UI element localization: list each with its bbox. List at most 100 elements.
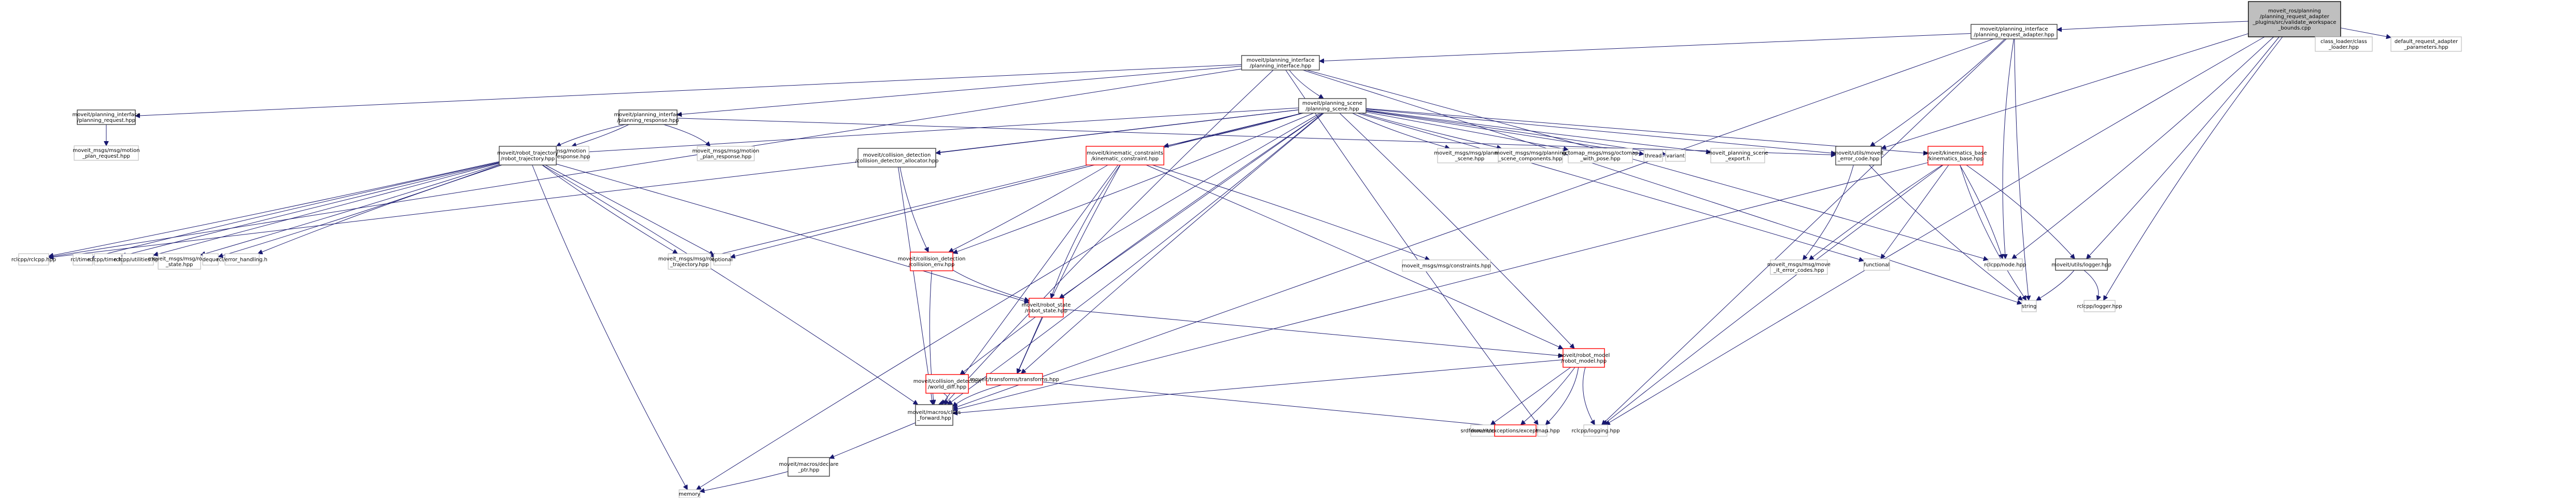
node-octomap: octomap_msgs/msg/octomap_with_pose.hpp [1562,148,1639,163]
edge-logger-to-string [2036,270,2075,300]
node-box [77,109,136,125]
edge-ps-to-tf [1021,113,1325,374]
node-label-line: moveit_msgs/msg/planning [1495,150,1566,156]
node-label-line: rclcpp/logging.hpp [1572,428,1620,434]
node-msg_con: moveit_msgs/msg/constraints.hpp [1402,259,1491,272]
node-mec[interactable]: moveit/utils/moveit_error_code.hpp [1833,146,1884,165]
node-variant: variant [1665,149,1686,162]
node-optional: optional [712,253,733,266]
edge-declptr-to-memory [700,471,789,491]
node-box [1563,348,1605,368]
node-label-line: moveit/transforms/transforms.hpp [970,377,1059,383]
node-label-line: moveit/utils/moveit [1833,150,1883,156]
edge-pi-to-string [1302,70,2022,303]
node-label-line: /collision_detector_allocator.hpp [855,158,939,164]
node-presp[interactable]: moveit/planning_interface/planning_respo… [614,109,682,125]
node-label-line: moveit_msgs/msg/constraints.hpp [1402,264,1491,269]
edge-root-to-logger [2087,36,2279,259]
node-rs[interactable]: moveit/robot_state/robot_state.hpp [1022,298,1071,317]
node-logger[interactable]: moveit/utils/logger.hpp [2051,258,2112,271]
node-label-line: functional [1864,262,1890,268]
node-label-line: _parameters.hpp [2403,45,2448,50]
edge-mec-to-msg_mec [1803,164,1854,260]
node-pi[interactable]: moveit/planning_interface/planning_inter… [1241,55,1320,71]
node-box [2390,36,2462,52]
edge-kc-to-rm [1146,164,1563,349]
node-mpresp: moveit_msgs/msg/motion_plan_response.hpp [692,146,759,161]
node-preq[interactable]: moveit/planning_interface/planning_reque… [73,109,140,125]
edge-ps-to-msg_ps [1352,113,1450,148]
node-functional: functional [1863,258,1890,271]
node-map: map [1537,424,1548,437]
node-label-line: moveit/planning_interface [614,112,682,118]
node-label-line: moveit/planning_interface [73,112,140,118]
edge-kc-to-msg_con [1152,164,1430,260]
edge-cda-to-cf [898,167,933,405]
node-box [1927,146,1983,165]
node-rt[interactable]: moveit/robot_trajectory/robot_trajectory… [497,146,558,165]
edge-presp-to-mec [677,118,1836,155]
node-label-line: _plan_response.hpp [699,154,751,160]
edge-kc-to-rs [1051,164,1121,298]
edge-rt-to-rcl_err [258,164,502,254]
node-label-line: _scene_components.hpp [1498,156,1562,162]
node-label-line: deque [202,257,218,263]
edge-root-to-rclcpp_logger [2103,36,2283,300]
node-cda[interactable]: moveit/collision_detection/collision_det… [855,148,939,168]
node-box [1665,149,1686,162]
node-box [1770,259,1828,275]
edge-ps-to-functional [1357,113,1864,261]
node-label-line: _state.hpp [165,262,193,268]
edge-logger-to-rclcpp_logger [2084,270,2099,300]
edge-ps-to-thread [1366,110,1644,154]
edge-pra-to-pi [1319,33,1972,61]
node-label-line: moveit/kinematic_constraints [1087,150,1163,156]
node-pra[interactable]: moveit/planning_interface/planning_reque… [1970,24,2058,39]
node-ce[interactable]: moveit/collision_detection/collision_env… [898,252,966,271]
node-box [679,489,700,498]
node-box [18,253,49,266]
node-box [925,374,969,394]
node-label-line: /collision_env.hpp [909,262,955,268]
node-label-line: /robot_model.hpp [1561,358,1607,364]
node-root[interactable]: moveit_ros/planning/planning_request_ada… [2248,1,2341,37]
edge-mec-to-string [1869,164,2022,300]
node-box [668,253,711,270]
edge-pi-to-rclcpp [49,68,1242,257]
node-label-line: moveit/robot_trajectory [497,150,558,156]
edge-layer [49,21,2391,492]
node-label-line: /world_diff.hpp [928,384,966,390]
node-declptr[interactable]: moveit/macros/declare_ptr.hpp [779,457,839,477]
edge-rt-to-rs [556,163,1029,302]
edge-pra-to-mec [1870,38,2005,146]
node-tf[interactable]: moveit/transforms/transforms.hpp [970,373,1059,385]
node-kb[interactable]: moveit/kinematics_base/kinematics_base.h… [1924,146,1987,165]
node-label-line: moveit/collision_detection [863,153,931,158]
edge-root-to-rclcpp_node [2012,36,2274,259]
node-kc[interactable]: moveit/kinematic_constraints/kinematic_c… [1086,146,1164,165]
node-rm[interactable]: moveit/robot_model/robot_model.hpp [1558,348,1610,368]
node-label-line: rclcpp/time.hpp [88,257,129,263]
node-box [1568,148,1633,163]
node-memory: memory [679,489,700,498]
node-label-line: /planning_response.hpp [617,118,679,123]
edge-ps-to-variant [1366,110,1666,154]
node-label-line: /kinematic_constraint.hpp [1091,156,1159,162]
node-exc[interactable]: moveit/exceptions/exceptions.hpp [1471,424,1560,437]
node-wd[interactable]: moveit/collision_detection/world_diff.hp… [913,374,981,394]
node-box [618,109,678,125]
node-box [713,253,731,266]
node-label-line: moveit/robot_model [1558,353,1610,358]
node-ps[interactable]: moveit/planning_scene/planning_scene.hpp [1298,98,1367,114]
node-layer: moveit_ros/planning/planning_request_ada… [11,1,2462,498]
node-label-line: _with_pose.hpp [1580,156,1620,162]
node-label-line: _scene.hpp [1455,156,1485,162]
node-label-line: /planning_request.hpp [77,118,135,123]
node-label-line: _plugins/src/validate_workspace [2252,20,2336,25]
node-label-line: moveit_msgs/msg/robot [658,256,721,262]
edge-rs-to-rm [1063,309,1563,356]
node-label-line: variant [1666,154,1684,159]
edge-ps-to-memory [696,113,1321,490]
edge-root-to-logging [1606,36,2265,425]
node-cf[interactable]: moveit/macros/class_forward.hpp [908,404,961,426]
